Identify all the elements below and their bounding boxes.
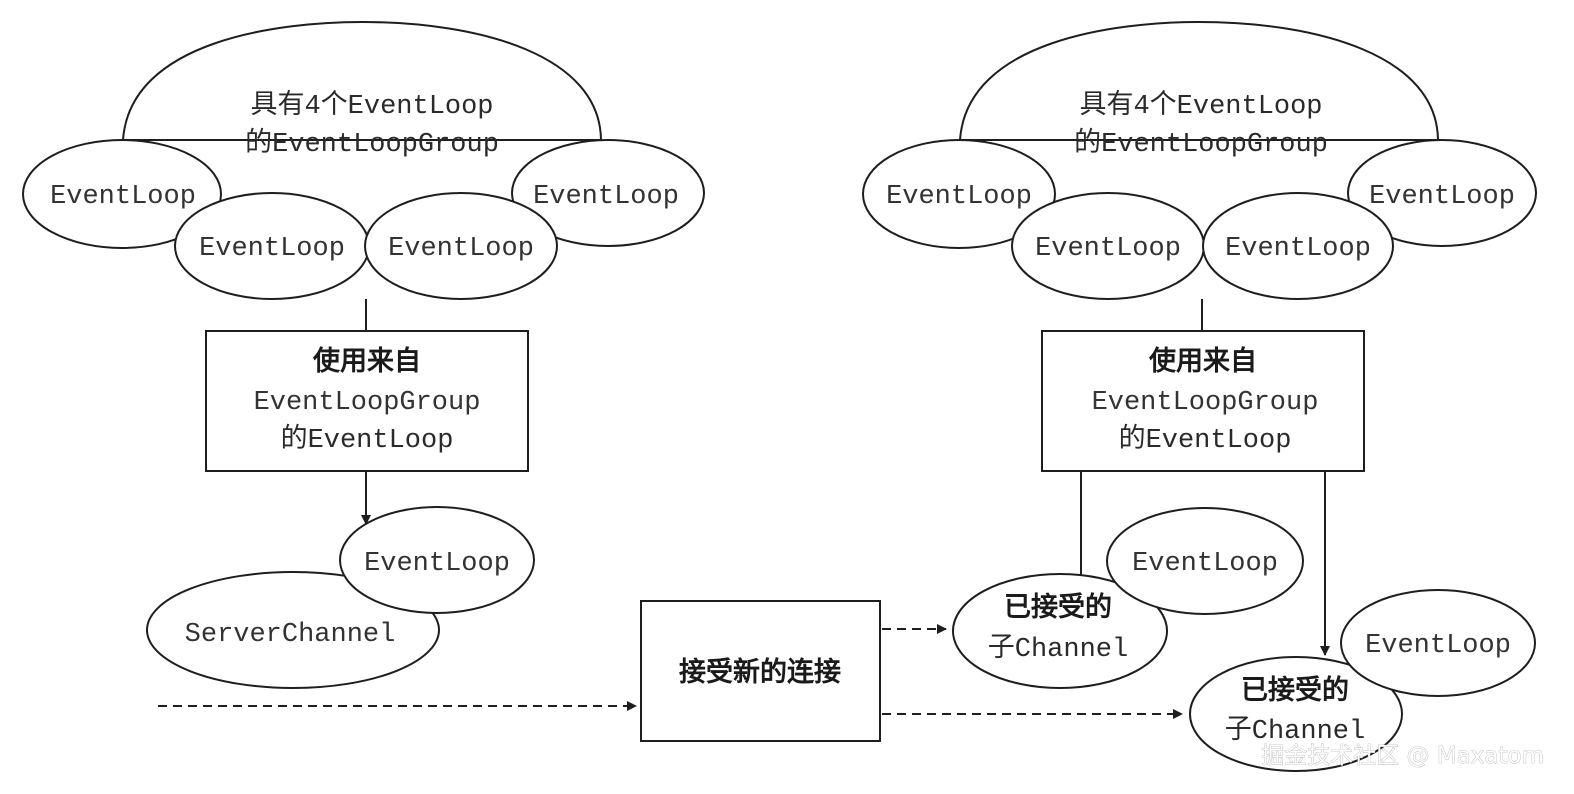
watermark-text: 掘金技术社区 @ Maxatom: [1261, 743, 1544, 769]
server-channel-ellipse: [146, 571, 440, 689]
server-channel-label: ServerChannel: [185, 620, 396, 650]
child-channel-1-ellipse: [952, 573, 1168, 689]
left-loop-2-label: EventLoop: [199, 234, 345, 264]
right-loop-4-label: EventLoop: [1369, 182, 1515, 212]
accept-connection-box: 接受新的连接: [640, 600, 881, 742]
left-group-dome: [121, 20, 603, 141]
right-box-line3: 的EventLoop: [1119, 423, 1292, 456]
left-loop-4: [511, 139, 705, 247]
left-loop-3-label: EventLoop: [388, 234, 534, 264]
left-box-line1: 使用来自: [312, 345, 421, 377]
right-eventloop-group: 具有4个EventLoop 的EventLoopGroup EventLoop …: [862, 20, 1537, 300]
right-group-label-line2: 的EventLoopGroup: [1074, 127, 1328, 160]
left-assigned-loop: [339, 506, 535, 614]
accept-box-rect: [640, 600, 881, 742]
left-assigned-loop-label: EventLoop: [364, 549, 510, 579]
child-channel-2-loop: [1340, 589, 1536, 697]
left-box-line2: EventLoopGroup: [254, 388, 481, 418]
child-channel-1-loop-label: EventLoop: [1132, 549, 1278, 579]
right-loop-1: [862, 139, 1056, 249]
right-assign-box-rect: [1041, 330, 1365, 472]
left-assign-box-rect: [205, 330, 529, 472]
child-channel-2-ellipse: [1189, 656, 1403, 772]
child-channel-1-line2: 子Channel: [988, 634, 1128, 665]
left-box-line3: 的EventLoop: [281, 423, 454, 456]
right-loop-2-label: EventLoop: [1035, 234, 1181, 264]
right-loop-4: [1347, 139, 1537, 247]
left-loop-1: [22, 139, 222, 249]
child-channel-2-loop-label: EventLoop: [1365, 631, 1511, 661]
right-box-line2: EventLoopGroup: [1092, 388, 1319, 418]
right-box-line1: 使用来自: [1148, 345, 1257, 377]
child-channel-2-line2: 子Channel: [1225, 716, 1365, 747]
child-channel-1-loop: [1106, 507, 1304, 615]
child-channel-2-group: 已接受的 子Channel EventLoop: [1189, 589, 1536, 772]
left-group-label-line1: 具有4个EventLoop: [250, 89, 493, 122]
left-assign-box: 使用来自 EventLoopGroup 的EventLoop: [205, 330, 529, 472]
left-loop-3: [364, 192, 558, 300]
right-assign-box: 使用来自 EventLoopGroup 的EventLoop: [1041, 330, 1365, 472]
right-loop-3: [1202, 192, 1394, 300]
right-group-dome: [958, 20, 1440, 141]
child-channel-1-line1: 已接受的: [1004, 591, 1112, 623]
left-eventloop-group: 具有4个EventLoop 的EventLoopGroup EventLoop …: [22, 20, 705, 300]
left-loop-4-label: EventLoop: [533, 182, 679, 212]
right-group-label-line1: 具有4个EventLoop: [1079, 89, 1322, 122]
child-channel-2-line1: 已接受的: [1241, 674, 1349, 706]
accept-box-label: 接受新的连接: [679, 656, 841, 688]
left-loop-1-label: EventLoop: [50, 182, 196, 212]
right-loop-1-label: EventLoop: [886, 182, 1032, 212]
right-loop-3-label: EventLoop: [1225, 234, 1371, 264]
child-channel-1-group: 已接受的 子Channel EventLoop: [952, 507, 1304, 689]
left-server-channel-group: ServerChannel EventLoop: [146, 506, 535, 689]
left-group-label-line2: 的EventLoopGroup: [245, 127, 499, 160]
